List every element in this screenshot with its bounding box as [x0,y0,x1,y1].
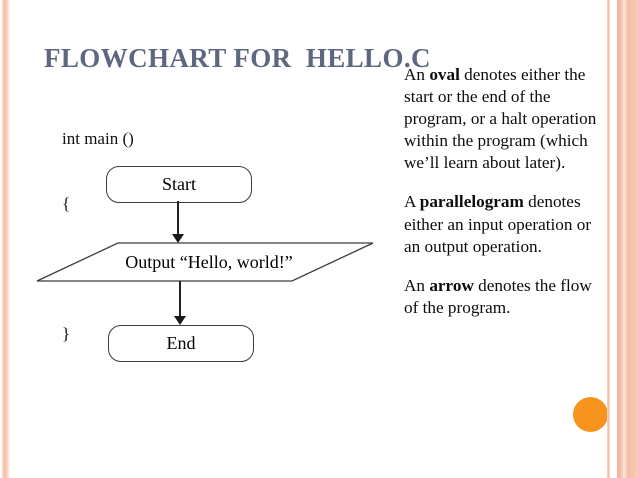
code-line: { [62,193,71,213]
arrow-start-to-output-icon [171,201,185,244]
note-arrow-term: arrow [429,275,474,295]
note-parallelogram-prefix: A [404,192,420,212]
orange-accent-circle [573,397,608,432]
code-line: } [62,324,71,344]
code-line: int main () [62,128,134,148]
legend-notes-panel: An oval denotes either the start or the … [404,64,604,319]
note-oval-prefix: An [404,65,430,84]
note-oval: An oval denotes either the start or the … [404,64,604,174]
right-decorative-band [617,0,638,478]
left-decorative-stripe [2,0,9,478]
flowchart-start-label: Start [162,174,196,194]
flowchart-end-label: End [166,333,196,353]
arrow-head [172,234,184,243]
note-arrow-suffix: denotes the flow of the program. [404,275,592,317]
note-parallelogram: A parallelogram denotes either an input … [404,191,604,257]
flowchart-end-node: End [108,325,254,362]
note-oval-suffix: denotes either the start or the end of t… [404,65,597,173]
note-parallelogram-term: parallelogram [419,192,524,212]
arrow-shaft [179,281,181,317]
note-parallelogram-suffix: denotes either an input operation or an … [404,192,592,256]
note-arrow: An arrow denotes the flow of the program… [404,275,604,319]
right-thin-stripe [607,0,610,478]
flowchart-start-node: Start [106,166,252,203]
flowchart-output-node: Output “Hello, world!” [36,242,374,282]
note-arrow-prefix: An [404,275,430,295]
page-title: Flowchart for hello.c [44,43,431,74]
flowchart-output-label: Output “Hello, world!” [125,251,293,272]
note-oval-term: oval [429,65,460,84]
parallelogram-shape-icon [36,242,374,282]
arrow-shaft [177,201,179,235]
arrow-head [174,316,186,325]
arrow-output-to-end-icon [173,281,187,326]
